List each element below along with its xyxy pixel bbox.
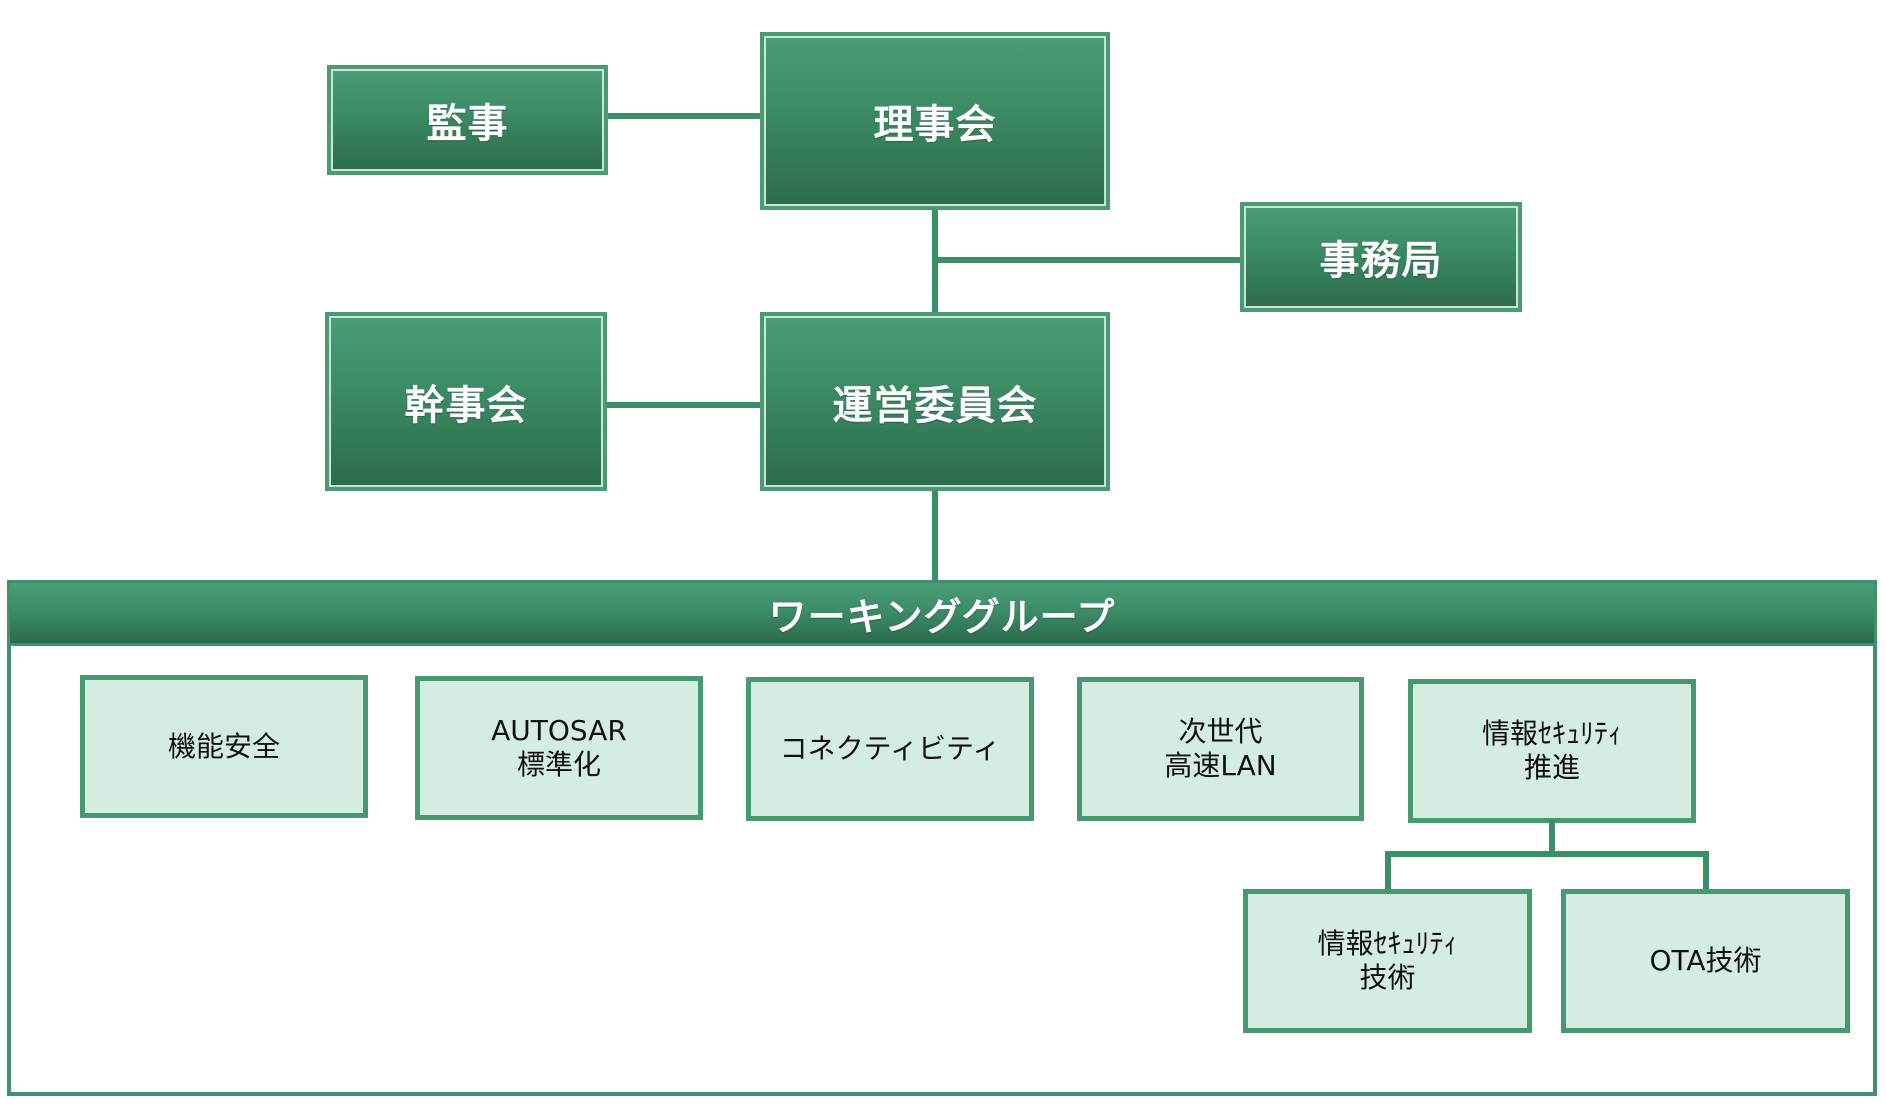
- wg-info-security-tech-line2: 技術: [1359, 961, 1416, 994]
- steering-committee-box: 運営委員会: [760, 312, 1110, 491]
- wg-ota-tech: OTA技術: [1561, 889, 1850, 1033]
- wg-autosar-line2: 標準化: [516, 748, 601, 781]
- secretariat-label: 事務局: [1319, 238, 1443, 284]
- connector-steering-wg: [932, 488, 938, 586]
- executive-committee-box: 幹事会: [325, 312, 607, 491]
- wg-info-security-promotion: 情報ｾｷｭﾘﾃｨ 推進: [1408, 679, 1696, 823]
- wg-autosar-line1: AUTOSAR: [491, 714, 627, 747]
- wg-info-security-tech-line1: 情報ｾｷｭﾘﾃｨ: [1317, 927, 1458, 960]
- wg-next-gen-lan-line2: 高速LAN: [1164, 749, 1277, 782]
- working-group-title: ワーキンググループ: [768, 594, 1116, 639]
- wg-info-security-promotion-line1: 情報ｾｷｭﾘﾃｨ: [1481, 717, 1622, 750]
- steering-committee-label: 運営委員会: [832, 382, 1038, 429]
- wg-functional-safety: 機能安全: [80, 675, 368, 818]
- executive-committee-label: 幹事会: [404, 382, 528, 429]
- working-group-header: ワーキンググループ: [7, 580, 1877, 646]
- wg-autosar: AUTOSAR 標準化: [415, 676, 703, 820]
- auditor-box: 監事: [327, 65, 608, 175]
- wg-info-security-tech: 情報ｾｷｭﾘﾃｨ 技術: [1243, 889, 1532, 1033]
- connector-isp-right-drop: [1703, 851, 1709, 893]
- connector-isp-horizontal: [1385, 851, 1709, 857]
- connector-board-secretariat: [935, 257, 1243, 263]
- wg-next-gen-lan: 次世代 高速LAN: [1077, 677, 1364, 821]
- wg-next-gen-lan-line1: 次世代: [1178, 715, 1263, 748]
- secretariat-box: 事務局: [1240, 202, 1522, 312]
- wg-connectivity-label: コネクティビティ: [779, 732, 1001, 765]
- wg-connectivity: コネクティビティ: [746, 677, 1034, 821]
- connector-isp-left-drop: [1385, 851, 1391, 893]
- wg-info-security-promotion-line2: 推進: [1523, 751, 1580, 784]
- wg-functional-safety-label: 機能安全: [167, 729, 280, 763]
- connector-auditor-board: [605, 113, 763, 119]
- connector-exec-steering: [604, 402, 763, 408]
- wg-ota-tech-label: OTA技術: [1649, 944, 1762, 977]
- board-label: 理事会: [873, 102, 997, 148]
- connector-isp-down: [1549, 820, 1555, 853]
- auditor-label: 監事: [426, 101, 509, 147]
- board-box: 理事会: [760, 32, 1110, 210]
